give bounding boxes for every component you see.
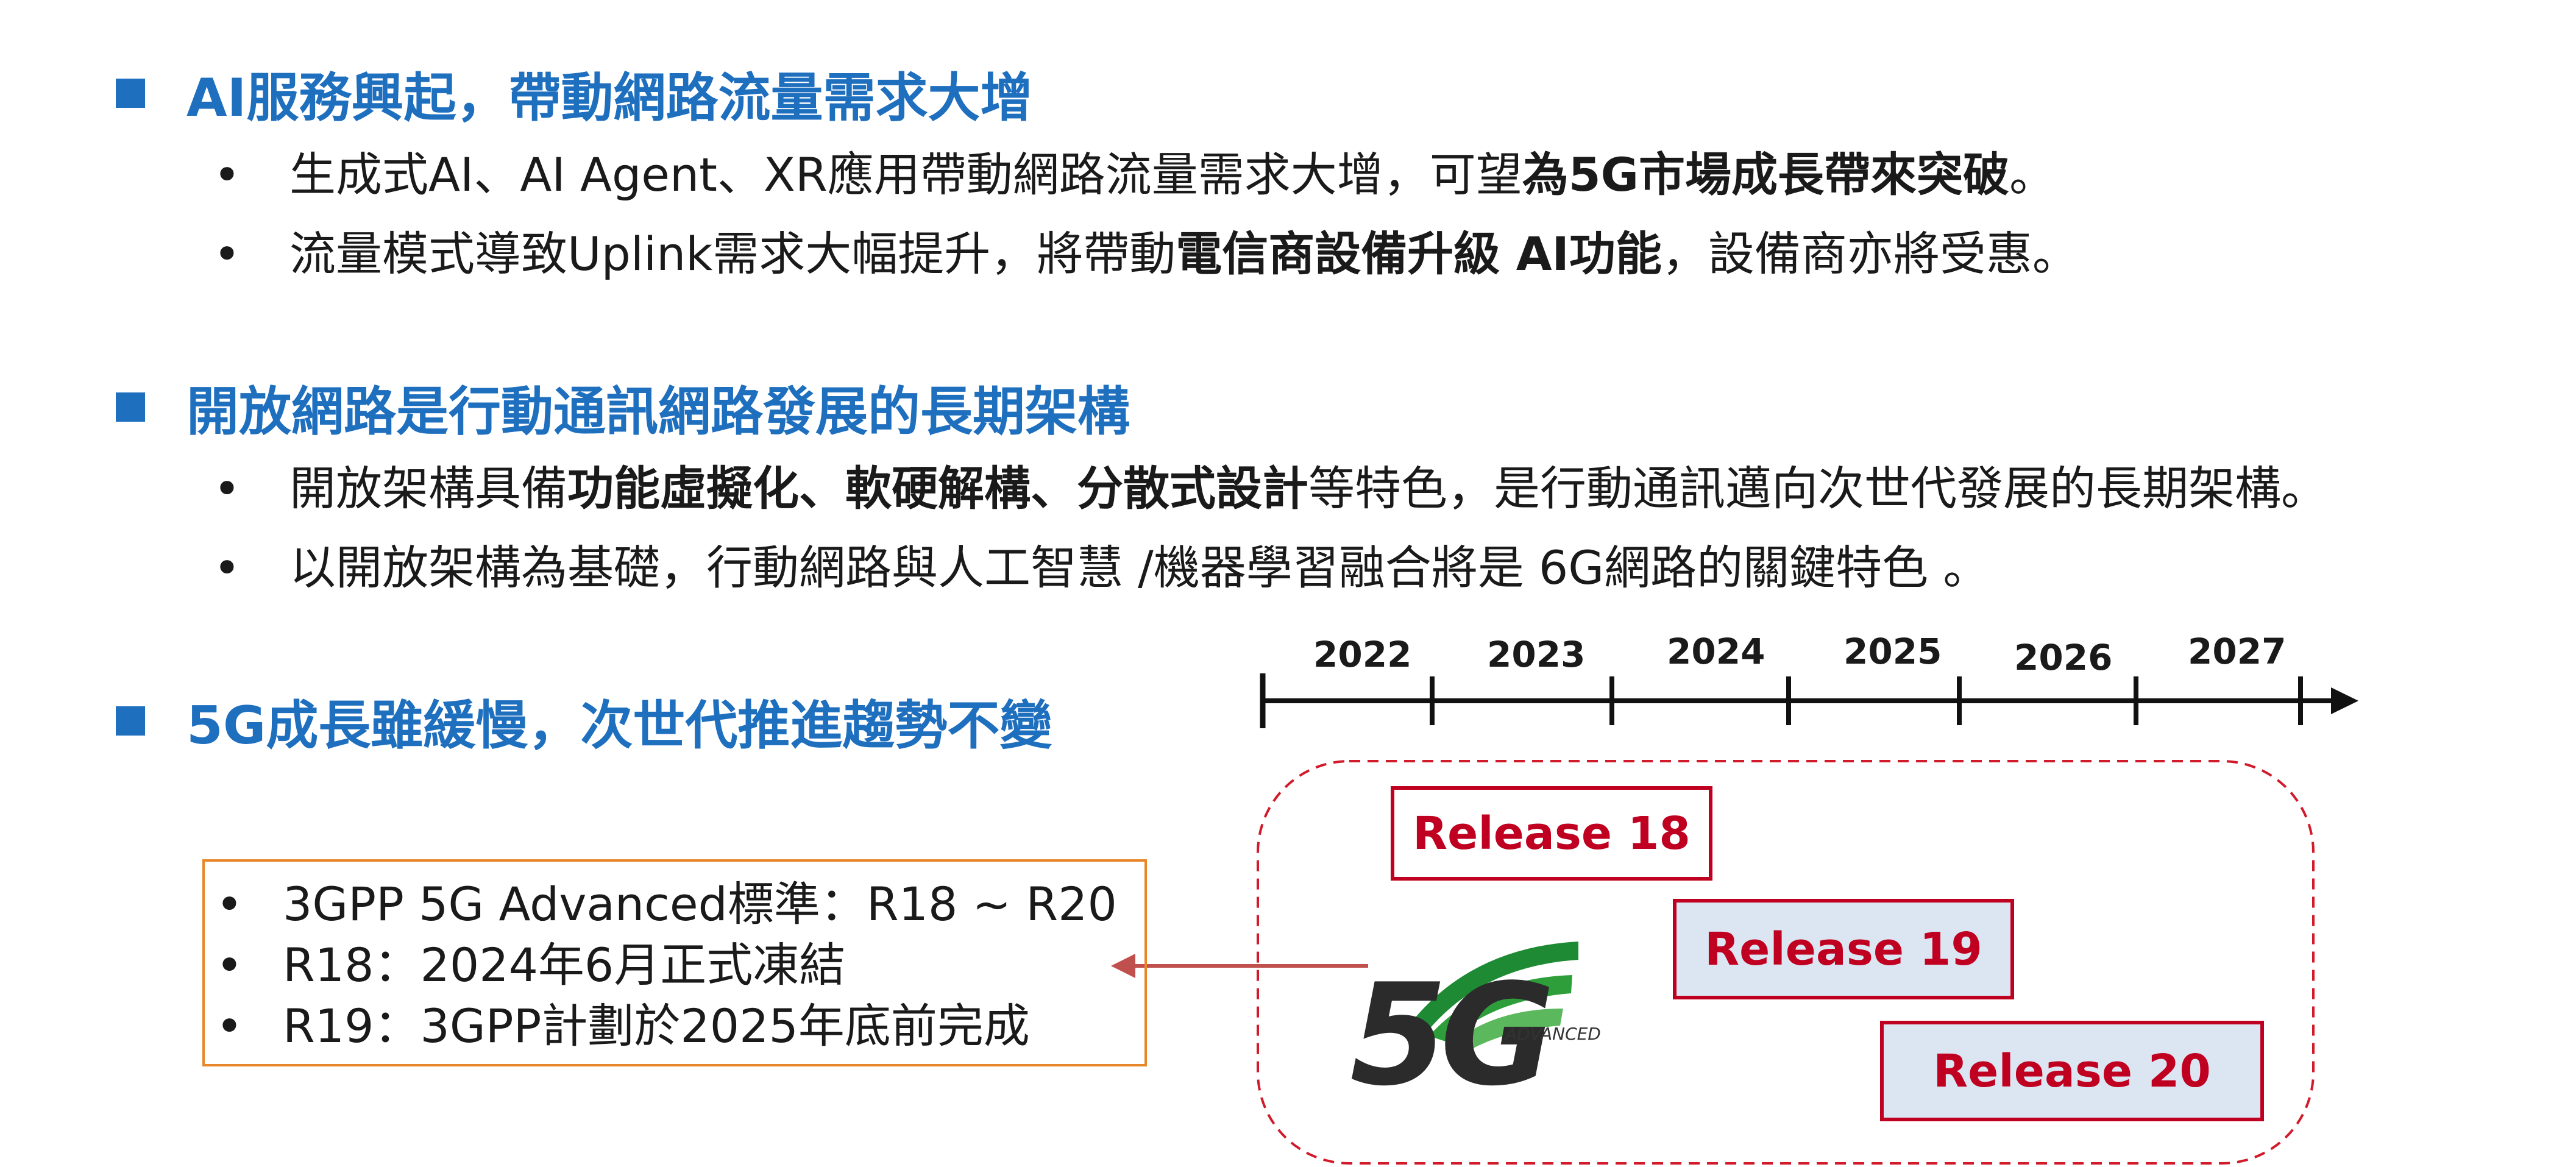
bullet-dot: • [213,147,241,202]
bullet-dot: • [213,461,241,516]
notes-box: • 3GPP 5G Advanced標準：R18 ~ R20 • R18：2024年… [202,859,1147,1066]
bullet-text: 流量模式導致Uplink需求大幅提升，將帶動 [289,227,1176,281]
release-18-box: Release 18 [1391,786,1712,881]
section-title-ai: AI服務興起，帶動網路流量需求大增 [116,55,1033,131]
square-bullet-icon [116,78,145,108]
note-text: R18：2024年6月正式凍結 [283,938,846,992]
bullet-bold: 為5G市場成長帶來突破 [1522,147,2010,202]
year-label: 2026 [2014,637,2113,678]
section-title-text: 開放網路是行動通訊網路發展的長期架構 [186,381,1130,442]
note-item: • R18：2024年6月正式凍結 [216,935,1144,996]
bullet-text: 生成式AI、AI Agent、XR應用帶動網路流量需求大增，可望 [289,147,1522,202]
bullet-text-end: 等特色，是行動通訊邁向次世代發展的長期架構。 [1308,461,2327,516]
timeline-arrow-icon [2331,687,2358,714]
section-title-text: 5G成長雖緩慢，次世代推進趨勢不變 [186,695,1052,756]
note-dot: • [216,999,243,1053]
year-label: 2025 [1843,631,1942,672]
note-dot: • [216,938,243,992]
note-text: 3GPP 5G Advanced標準：R18 ~ R20 [283,877,1117,931]
year-label: 2023 [1487,634,1586,675]
bullet-bold: 電信商設備升級 AI功能 [1176,227,1662,281]
bullet-dot: • [213,541,241,595]
bullet-genai: • 生成式AI、AI Agent、XR應用帶動網路流量需求大增，可望為5G市場成長… [213,137,2056,204]
release-20-box: Release 20 [1880,1021,2264,1121]
square-bullet-icon [116,706,145,736]
section-title-open-network: 開放網路是行動通訊網路發展的長期架構 [116,369,1130,445]
5g-logo-text: 5G [1350,954,1555,1117]
bullet-text-end: ，設備商亦將受惠。 [1661,227,2079,281]
bullet-text-end: 。 [2009,147,2056,202]
5g-logo-subtext: ADVANCED [1505,1024,1601,1044]
note-text: R19：3GPP計劃於2025年底前完成 [283,999,1030,1053]
note-dot: • [216,877,243,931]
pointer-arrow-icon [1111,954,1368,978]
timeline-axis [1260,673,2358,728]
year-label: 2027 [2188,631,2287,672]
year-label: 2022 [1313,634,1412,675]
bullet-dot: • [213,227,241,281]
section-title-text: AI服務興起，帶動網路流量需求大增 [186,68,1033,129]
bullet-ai-ml: • 以開放架構為基礎，行動網路與人工智慧 /機器學習融合將是 6G網路的關鍵特色 … [213,530,1989,597]
bullet-text: 開放架構具備 [289,461,567,516]
year-label: 2024 [1667,631,1765,672]
note-item: • R19：3GPP計劃於2025年底前完成 [216,996,1144,1057]
5g-signal-waves-icon [1408,942,1578,1051]
bullet-open-architecture: • 開放架構具備功能虛擬化、軟硬解構、分散式設計等特色，是行動通訊邁向次世代發展的… [213,451,2327,518]
bullet-uplink: • 流量模式導致Uplink需求大幅提升，將帶動電信商設備升級 AI功能，設備商亦… [213,216,2079,283]
bullet-text: 以開放架構為基礎，行動網路與人工智慧 /機器學習融合將是 6G網路的關鍵特色 。 [289,541,1990,595]
bullet-bold: 功能虛擬化、軟硬解構、分散式設計 [567,461,1308,516]
square-bullet-icon [116,392,145,422]
section-title-5g-growth: 5G成長雖緩慢，次世代推進趨勢不變 [116,683,1052,759]
release-19-box: Release 19 [1673,899,2014,999]
note-item: • 3GPP 5G Advanced標準：R18 ~ R20 [216,874,1144,935]
